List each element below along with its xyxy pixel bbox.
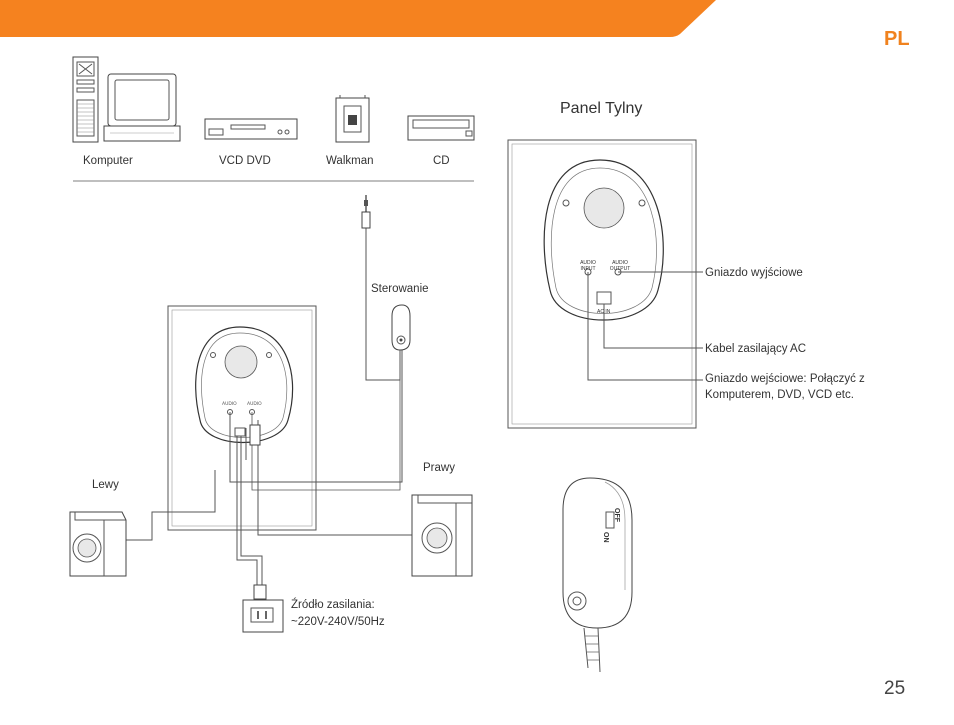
rear-panel: [507, 139, 703, 429]
header-banner: [0, 0, 716, 37]
label-left: Lewy: [92, 479, 119, 491]
label-computer: Komputer: [83, 155, 133, 167]
remote-closeup: [562, 477, 633, 673]
dvd-player-icon: [204, 118, 298, 140]
language-code: PL: [884, 28, 910, 50]
svg-text:AUDIO: AUDIO: [247, 401, 262, 407]
switch-on-label: ON: [602, 532, 609, 543]
power-plug-icon: [242, 584, 284, 633]
label-ac-cable: Kabel zasilający AC: [705, 343, 806, 355]
subwoofer-rear: AUDIO AUDIO: [167, 305, 317, 531]
jack-output-label: AUDIO OUTPUT: [609, 260, 631, 272]
remote-control-icon: [361, 195, 411, 381]
label-right: Prawy: [423, 462, 455, 474]
label-input-jack-devices: Komputerem, DVD, VCD etc.: [705, 389, 854, 401]
label-input-jack: Gniazdo wejściowe: Połączyć z: [705, 373, 865, 385]
switch-off-label: OFF: [613, 508, 620, 522]
jack-input-label: AUDIO INPUT: [580, 260, 596, 272]
right-speaker-icon: [411, 494, 473, 577]
label-vcd-dvd: VCD DVD: [219, 155, 271, 167]
label-cd: CD: [433, 155, 450, 167]
label-walkman: Walkman: [326, 155, 374, 167]
ac-in-label: AC IN: [597, 309, 611, 315]
page-number: 25: [884, 678, 906, 699]
label-power-source: Źródło zasilania:: [291, 599, 375, 611]
panel-title: Panel Tylny: [560, 100, 643, 117]
cd-player-icon: [407, 115, 475, 141]
svg-text:AUDIO: AUDIO: [222, 401, 237, 407]
label-control: Sterowanie: [371, 283, 429, 295]
computer-icon: [72, 56, 181, 143]
left-speaker-icon: [69, 511, 127, 577]
walkman-icon: [335, 95, 370, 143]
label-output-jack: Gniazdo wyjściowe: [705, 267, 803, 279]
label-power-voltage: ~220V-240V/50Hz: [291, 616, 385, 628]
